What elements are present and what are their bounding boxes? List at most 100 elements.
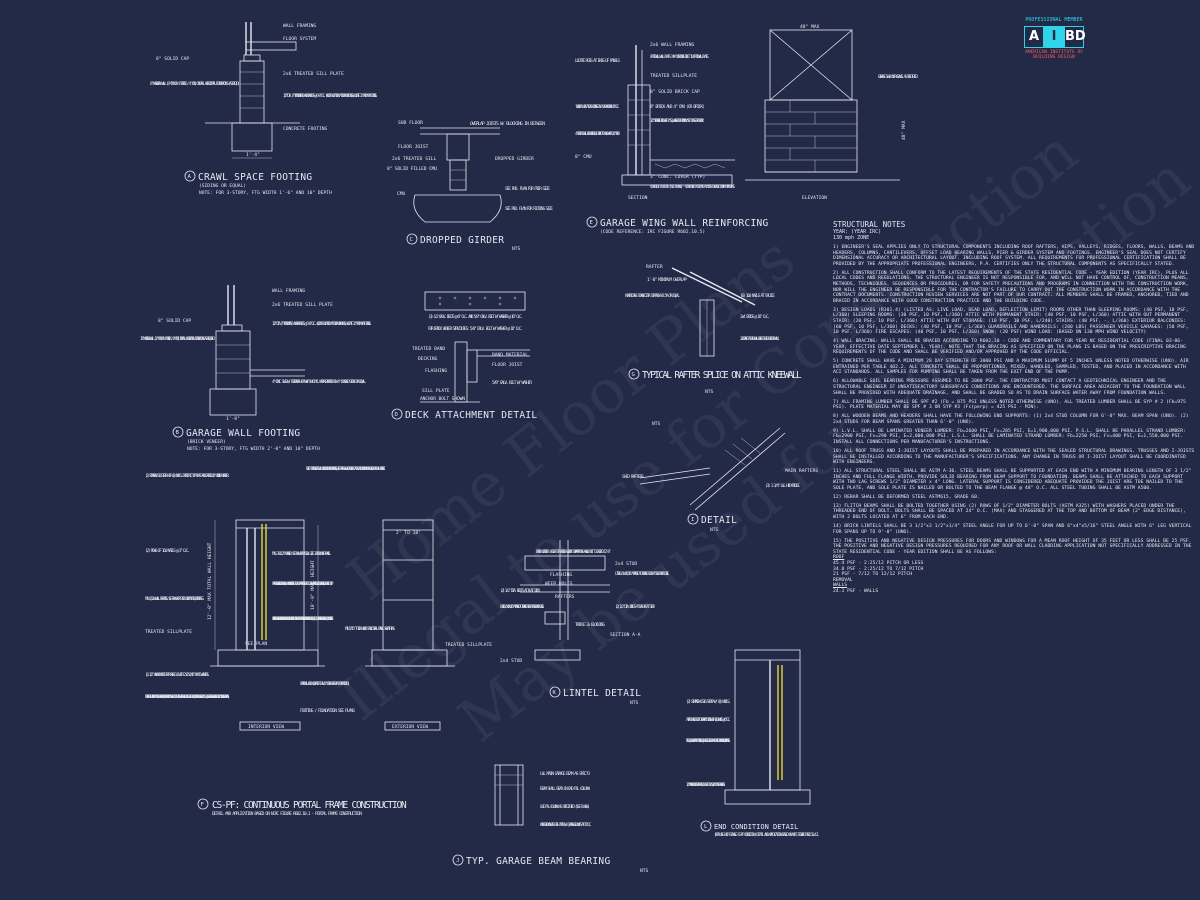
c-nts: NTS <box>512 246 521 252</box>
a-label-floor-system: FLOOR SYSTEM <box>283 36 316 42</box>
notes-roof-head: ROOF <box>833 555 845 561</box>
f-label-intermediate: NOTE: AT INTERMEDIATE WALL SEGMENTS BETW… <box>306 466 386 472</box>
j-letter: J <box>456 858 459 864</box>
c-label-joist: FLOOR JOIST <box>398 144 429 150</box>
f-label-header: MIN. 3"x11.25" HEADER. SEE PLAN FOR ACTU… <box>272 551 332 557</box>
i-letter: I <box>691 517 694 523</box>
structural-notes: STRUCTURAL NOTES YEAR: (YEAR IRC) 130 mp… <box>833 220 1195 885</box>
notes-roof-line: 34.8 PSF - 2:25/12 TO 7/12 PITCH <box>833 566 924 572</box>
note-item: 12) REBAR SHALL BE DEFORMED STEEL ASTM61… <box>833 494 980 500</box>
f-label-sill2: TREATED SILLPLATE <box>445 642 492 648</box>
a-label-masonry: 8" MASONRY WALL (8" CMU OR 4" BRICK / 4"… <box>150 81 240 87</box>
c-label-cmu: CMU <box>397 191 406 197</box>
f-label-fasten: FASTEN SHEATHING TO HEADER W/ 8d COMMON … <box>272 581 334 587</box>
b-note: NOTE: FOR 3-STORY, FTG WIDTH 2'-0" AND 1… <box>187 446 320 452</box>
notes-roof-line: 45.4 PSF - 2:25/12 PITCH OR LESS <box>833 560 924 566</box>
l-title: END CONDITION DETAIL <box>714 823 798 831</box>
c-title: DROPPED GIRDER <box>420 235 504 246</box>
j-title: TYP. GARAGE BEAM BEARING <box>466 856 610 867</box>
e-label-plate: OPTIONAL WALL PLATE. MAY CONTINUE BOLT I… <box>650 54 710 60</box>
e-label-sill: TREATED SILLPLATE <box>650 73 697 79</box>
c-label-girder: DROPPED GIRDER <box>495 156 534 162</box>
c-label-overlap: OVERLAP JOISTS W/ BLOCKING IN BETWEEN <box>470 121 545 127</box>
e-label-notch: 4" BRICK SHALL BE NOTCHED/CHIPPED TO ALL… <box>575 131 620 137</box>
logo-letters: A I BD <box>1020 25 1088 48</box>
e-sub: (CODE REFERENCE: IRC FIGURE R602.10.5) <box>600 229 705 235</box>
e-label-rods: LOCATE RODS AT ENDS OF PANELS <box>575 58 620 64</box>
l-label-studs: MIN (2)2x4 SUPPORT STUDS AND (1) KING ST… <box>686 738 731 744</box>
detail-l-end-condition: (2) SIMPSON CS16 STRAP W/ (8) NAILS. ATT… <box>686 649 819 838</box>
l-sub: (FOR USE WITH SINGLE CS-PF CONDITION) DE… <box>714 832 819 838</box>
l-label-attach: ATTACH KING STUD TO SUPPORT STUDS WITH (… <box>686 717 731 723</box>
b-label-cap: 8" SOLID CAP <box>158 318 191 324</box>
f-label-framing: MIN (2)2x4 WALL FRAMING. SEE PLAN FOR ST… <box>145 596 205 602</box>
j-label-king: KING STUD ON EACH SIDE. ATTACH W/ (3) RO… <box>540 822 592 828</box>
a-label-wall-framing: WALL FRAMING <box>283 23 316 29</box>
a-label-anchor: 1/2" DIA. (7" EMBEDMENT) ANCHOR BOLTS @ … <box>283 93 378 99</box>
a-dim: 1'-4" <box>246 152 260 158</box>
d-label-galv: 5/8" GALV. BOLT W/ WASHER <box>492 380 532 386</box>
note-item: 3) DESIGN LOADS (R301.4) (LISTED AS: LIV… <box>833 307 1189 336</box>
c-label-cmu-filled: 8" SOLID FILLED CMU <box>387 166 437 172</box>
k-label-flashing: FLASHING <box>550 572 572 578</box>
k-label-stud2: 2x4 STUD <box>500 658 522 664</box>
i-label-shed: SHED RAFTERS <box>622 474 644 480</box>
f-label-sill: TREATED SILLPLATE <box>145 629 192 635</box>
e-section: SECTION <box>628 195 648 201</box>
b-label-anchor: 1/2" DIA (7" EMBEDMENT) ANCHOR BOLTS @ 6… <box>272 321 372 327</box>
f-label-sheathing: MIN 7/16" THICK WOOD STRUCTURAL PANEL SH… <box>345 626 395 632</box>
g-label-overlap: 1'-0" MINIMUM OVERLAP <box>647 277 687 283</box>
logo-letter-i: I <box>1044 25 1064 48</box>
k-label-lintel-top: LINTEL 6"x4"x5/16" ATTACHED TO TURNED ST… <box>615 571 670 577</box>
logo-top-text: PROFESSIONAL MEMBER <box>1025 17 1083 23</box>
d-label-decking: DECKING <box>418 356 438 362</box>
k-label-rafters: RAFTERS <box>555 594 575 600</box>
logo-letter-a: A <box>1024 25 1044 48</box>
l-label-strap: (2) SIMPSON CS16 STRAP W/ (8) NAILS. <box>686 699 731 705</box>
f-dim-span: 2' TO 18' <box>396 530 421 536</box>
detail-g-rafter-splice: RAFTER 1'-0" MINIMUM OVERLAP HURRICANE C… <box>625 264 802 395</box>
c-label-footing: SEE FND. PLAN FOR FOOTING SIZE <box>505 206 553 212</box>
detail-k-lintel: BRICK VENEER: HEIGHT OF VENEER ABOVE SUP… <box>500 540 670 706</box>
d-label-flashing: FLASHING <box>425 368 447 374</box>
detail-b-garage-wall-footing: WALL FRAMING 2x6 TREATED SILL PLATE 8" S… <box>140 285 372 452</box>
f-label-curb: OPTIONAL CURB (GREATER THAN 6" CURB HEIG… <box>300 681 350 687</box>
i-nts: NTS <box>710 527 719 533</box>
f-label-anchor: (2) 1/2" ANCHOR BOLTS PER R403.1.6 WITH … <box>145 672 210 678</box>
e-dim-side: 48" MAX <box>901 120 907 140</box>
g-label-rafter: RAFTER <box>646 264 663 270</box>
note-item: 1) ENGINEER'S SEAL APPLIES ONLY TO STRUC… <box>833 245 1195 267</box>
i-title: DETAIL <box>701 515 737 526</box>
detail-c-dropped-girder: SUB FLOOR OVERLAP JOISTS W/ BLOCKING IN … <box>387 120 553 252</box>
g-label-hurricane: HURRICANE CONNECTOR SIMPSON H2.5A OR EQU… <box>625 293 680 299</box>
b-label-slab: 4" CONC. SLAB W/ FIBERMESH OR WWF ON 6 M… <box>272 379 367 385</box>
e-label-slab: GARAGE SLAB OVER GRAVEL AS SPECIFIED <box>878 74 918 80</box>
a-letter: A <box>188 174 192 180</box>
f-exterior-view: EXTERIOR VIEW <box>392 724 428 730</box>
j-label-bear: BEAM SHALL BEAR ON END PSL COLUMN <box>540 786 590 792</box>
b-label-masonry: 12" MASONRY WALL (12" CMU OR 4" BRICK / … <box>140 336 215 342</box>
e-label-rod: 1/2" THREADED ROD WITH 2" SQ. WASHER OR … <box>650 118 705 124</box>
f-interior-view: INTERIOR VIEW <box>248 724 284 730</box>
d-letter: D <box>395 412 399 418</box>
note-item: 14) BRICK LINTELS SHALL BE 3 1/2"x3 1/2"… <box>833 524 1192 535</box>
note-item: 2) ALL CONSTRUCTION SHALL CONFORM TO THE… <box>833 270 1189 304</box>
d-label-anchor: ANCHOR BOLT SHOWN <box>420 396 465 402</box>
b-label-framing: WALL FRAMING <box>272 288 305 294</box>
c-letter: C <box>410 237 413 243</box>
note-item: 8) ALL WOODEN BEAMS AND HEADERS SHALL HA… <box>833 414 1189 425</box>
note-item: 11) ALL STRUCTURAL STEEL SHALL BE ASTM A… <box>833 469 1192 491</box>
detail-j-garage-beam-bearing: LVL MAIN GARAGE BEAM AS SPEC'D BEAM SHAL… <box>452 764 649 874</box>
a-label-cap: 8" SOLID CAP <box>156 56 189 62</box>
c-label-sill: 2x6 TREATED SILL <box>392 156 436 162</box>
k-label-bolts2: (2) 1/2" DIA. BOLTS AT EACH FLAT STUD <box>615 604 655 610</box>
e-dim-top: 48" MAX <box>800 24 820 30</box>
b-sub: (BRICK VENEER) <box>187 439 226 445</box>
k-label-bolts: (2) 1/2" DIA. BOLTS AT FLAT STUD <box>500 588 540 594</box>
g-title: TYPICAL RAFTER SPLICE ON ATTIC KNEEWALL <box>642 370 802 381</box>
b-title: GARAGE WALL FOOTING <box>186 428 300 439</box>
d-label-joist: FLOOR JOIST <box>492 362 523 368</box>
a-label-sill: 2x6 TREATED SILL PLATE <box>283 71 344 77</box>
note-item: 10) ALL ROOF TRUSS AND I-JOIST LAYOUTS S… <box>833 448 1195 466</box>
